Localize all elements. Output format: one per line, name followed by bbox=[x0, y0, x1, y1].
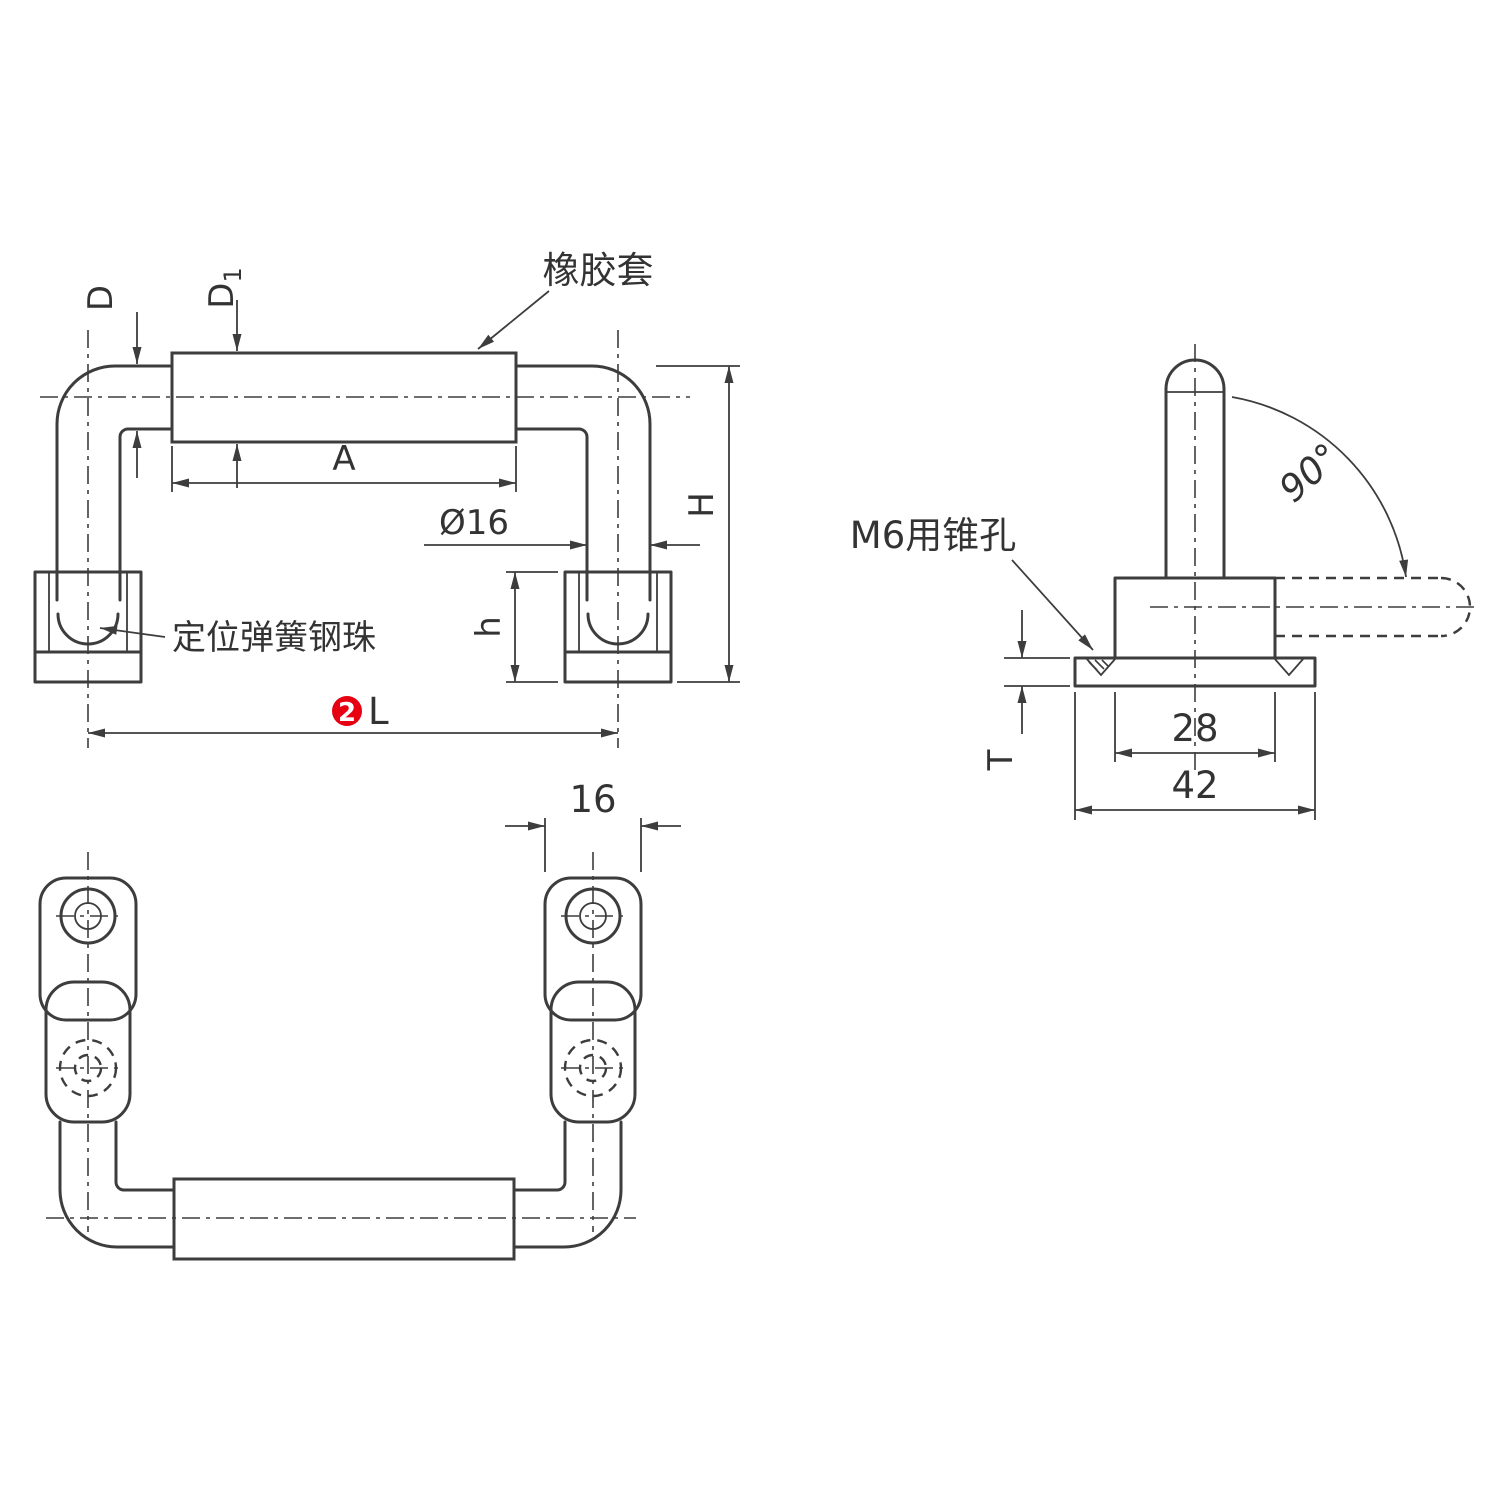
leader-line bbox=[1011, 559, 1094, 651]
dim-H: H bbox=[656, 365, 740, 683]
dim-label-H: H bbox=[682, 492, 722, 518]
dim-T: T bbox=[981, 610, 1070, 771]
dim-label-D1-sub: 1 bbox=[219, 267, 247, 282]
dim-2L: 2 L bbox=[88, 690, 618, 738]
leader-line bbox=[477, 290, 550, 350]
dim-label-dia16: Ø16 bbox=[439, 503, 509, 543]
dim-label-D1: D1 bbox=[202, 267, 247, 308]
label-spring-ball: 定位弹簧钢珠 bbox=[172, 618, 376, 658]
label-rubber-sleeve: 橡胶套 bbox=[543, 249, 654, 292]
countersink-left bbox=[1085, 657, 1117, 677]
dim-D1: D1 bbox=[202, 267, 247, 488]
dim-label-D1-base: D bbox=[202, 283, 242, 309]
dim-label-28: 28 bbox=[1171, 707, 1218, 750]
dim-16: 16 bbox=[505, 778, 681, 872]
dim-42: 42 bbox=[1074, 692, 1316, 820]
callout-spring-ball: 定位弹簧钢珠 bbox=[99, 618, 376, 658]
dim-label-A: A bbox=[332, 439, 355, 479]
front-view: D D1 A Ø16 H bbox=[33, 249, 740, 748]
dim-28: 28 bbox=[1114, 692, 1276, 762]
hatch-line bbox=[1101, 659, 1110, 668]
dim-label-T: T bbox=[981, 749, 1021, 771]
badge-2-number: 2 bbox=[338, 698, 356, 728]
dim-label-h: h bbox=[469, 616, 509, 638]
dim-label-L: L bbox=[368, 690, 389, 733]
plan-view: 16 bbox=[38, 778, 681, 1261]
dim-h: h bbox=[469, 571, 558, 683]
swing-arc bbox=[1231, 396, 1409, 578]
callout-rubber-sleeve: 橡胶套 bbox=[477, 249, 654, 350]
dim-D: D bbox=[81, 285, 142, 478]
dim-90deg: 90° bbox=[1231, 396, 1409, 578]
callout-m6-hole: M6用锥孔 bbox=[850, 514, 1094, 651]
hatch-line bbox=[1094, 659, 1105, 670]
folded-position-hidden bbox=[1275, 576, 1472, 638]
rubber-sleeve-plan bbox=[172, 1177, 516, 1261]
dim-label-42: 42 bbox=[1171, 764, 1218, 807]
dim-dia16: Ø16 bbox=[424, 503, 700, 550]
dim-label-90deg: 90° bbox=[1271, 435, 1349, 511]
side-view: 90° M6用锥孔 T 28 42 bbox=[850, 344, 1478, 820]
badge-2 bbox=[332, 696, 362, 726]
hatch-line bbox=[1088, 661, 1098, 671]
leader-line bbox=[99, 625, 166, 638]
dim-label-16: 16 bbox=[569, 778, 616, 821]
countersink-right bbox=[1273, 657, 1305, 677]
dim-A: A bbox=[171, 439, 517, 492]
label-m6-hole: M6用锥孔 bbox=[850, 514, 1016, 557]
dim-label-D: D bbox=[81, 285, 121, 311]
